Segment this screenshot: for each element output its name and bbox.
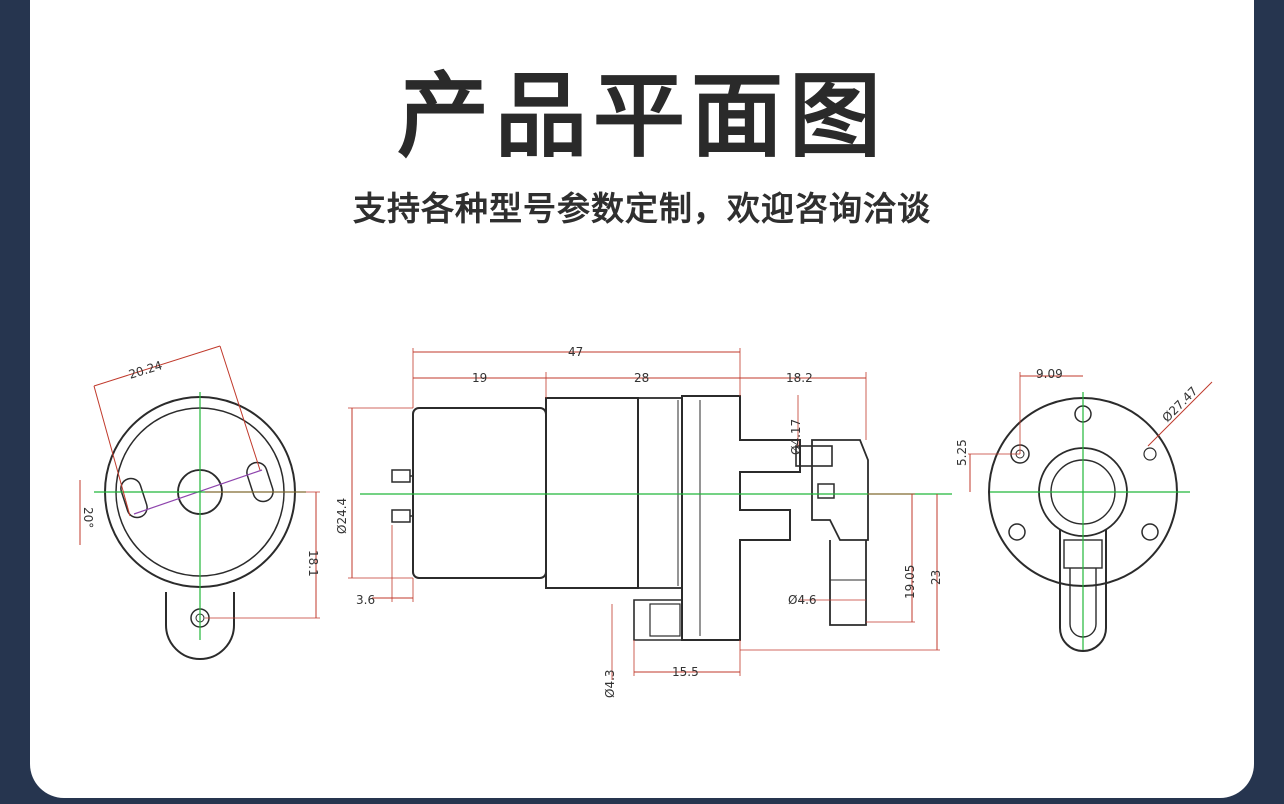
dim-outlet-dia: Ø4.6 bbox=[788, 593, 817, 607]
valve-port bbox=[817, 483, 835, 499]
left-mount-ear bbox=[165, 592, 235, 660]
inlet-tube bbox=[795, 445, 833, 467]
left-dim-line-d1 bbox=[93, 345, 221, 387]
technical-drawing: 20.24 20° 18.1 bbox=[79, 345, 1213, 698]
product-card: 产品平面图 支持各种型号参数定制，欢迎咨询洽谈 20.24 20 bbox=[30, 0, 1254, 798]
left-dim-ext-d1a bbox=[93, 385, 131, 517]
dim-total-height: 23 bbox=[929, 570, 943, 585]
side-view: 47 19 28 18.2 Ø4.17 Ø24.4 3.6 19 bbox=[335, 345, 952, 698]
left-slot-a bbox=[120, 477, 148, 519]
dim-motor-dia: Ø24.4 bbox=[335, 498, 349, 534]
left-dim-d1: 20.24 bbox=[127, 358, 164, 381]
right-hole-bl bbox=[1008, 523, 1026, 541]
terminal-bottom bbox=[391, 509, 411, 523]
left-dim-ext-d1b bbox=[219, 345, 261, 471]
right-outlet-tab bbox=[1059, 530, 1107, 652]
dim-47: 47 bbox=[568, 345, 583, 359]
left-slot-b bbox=[246, 461, 274, 503]
right-hole-br bbox=[1141, 523, 1159, 541]
right-hole-tr bbox=[1143, 447, 1157, 461]
left-dim-d3: 18.1 bbox=[306, 550, 320, 577]
page-subtitle: 支持各种型号参数定制，欢迎咨询洽谈 bbox=[353, 189, 931, 228]
dim-mount-height: 19.05 bbox=[903, 565, 917, 599]
valve-body bbox=[811, 439, 869, 541]
mount-tab-inner bbox=[649, 603, 681, 637]
right-dim-x: 9.09 bbox=[1036, 367, 1063, 381]
page-title: 产品平面图 bbox=[396, 63, 887, 170]
right-dim-y: 5.25 bbox=[955, 439, 969, 466]
right-dim-pcd: Ø27.47 bbox=[1159, 384, 1200, 425]
left-view: 20.24 20° 18.1 bbox=[79, 345, 320, 660]
right-dim-line-pcd bbox=[1147, 381, 1213, 447]
motor-can bbox=[412, 407, 547, 579]
dim-18-2: 18.2 bbox=[786, 371, 813, 385]
gearbox-body bbox=[545, 397, 639, 589]
dim-19: 19 bbox=[472, 371, 487, 385]
gearbox-ring bbox=[637, 397, 683, 589]
terminal-top bbox=[391, 469, 411, 483]
dim-inlet-dia: Ø4.17 bbox=[789, 419, 803, 455]
dim-mount-width: 15.5 bbox=[672, 665, 699, 679]
dim-terminal: 3.6 bbox=[356, 593, 375, 607]
dim-28: 28 bbox=[634, 371, 649, 385]
dim-hole-dia: Ø4.3 bbox=[603, 669, 617, 698]
right-view: 9.09 5.25 Ø27.47 bbox=[955, 367, 1213, 652]
left-dim-d2: 20° bbox=[81, 507, 95, 528]
mount-tab bbox=[633, 599, 683, 641]
outlet-elbow bbox=[829, 540, 867, 626]
